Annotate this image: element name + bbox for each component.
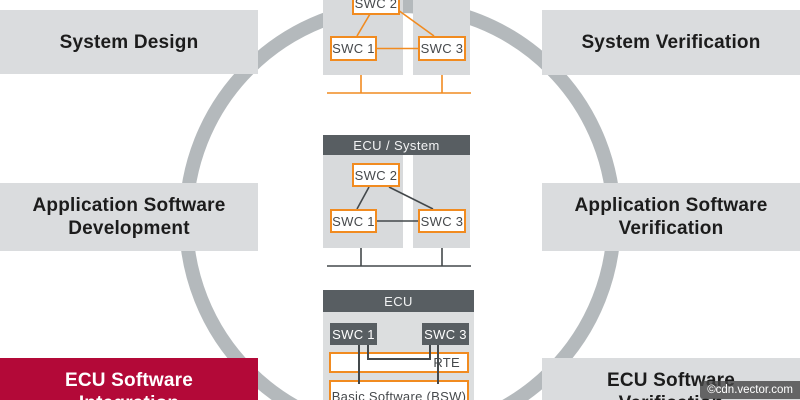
vfb-swc3-box: SWC 3 (418, 36, 466, 61)
stage-box-ecu-software-integration: ECU Software Integration (0, 358, 258, 400)
stage-label-line2: Integration (79, 392, 179, 400)
ecu-system-header: ECU / System (323, 135, 470, 155)
rte-box: RTE (329, 352, 469, 373)
ecu-swc3-box: SWC 3 (422, 323, 469, 345)
swc3-label: SWC 3 (420, 213, 464, 229)
vfb-swc2-box: SWC 2 (352, 0, 400, 15)
vfb-swc1-box: SWC 1 (330, 36, 377, 61)
ecu-system-title: ECU / System (353, 137, 440, 153)
bsw-box: Basic Software (BSW) (329, 380, 469, 400)
watermark-text: ©cdn.vector.com (707, 384, 793, 396)
ecu-system-swc1-box: SWC 1 (330, 209, 377, 233)
watermark-badge: ©cdn.vector.com (700, 381, 800, 399)
stage-label-line2: Development (68, 218, 190, 239)
stage-label-line1: Application Software (574, 195, 768, 216)
stage-box-system-verification: System Verification (542, 10, 800, 75)
rte-label: RTE (433, 355, 460, 370)
ecu-system-swc2-box: SWC 2 (352, 163, 400, 187)
stage-box-system-design: System Design (0, 10, 258, 74)
swc1-label: SWC 1 (332, 326, 375, 342)
stage-label: System Verification (581, 32, 761, 53)
swc2-label: SWC 2 (354, 167, 398, 183)
swc1-label: SWC 1 (332, 213, 375, 229)
swc3-label: SWC 3 (420, 41, 464, 56)
ecu-system-right-panel (413, 155, 470, 248)
bsw-label: Basic Software (BSW) (331, 389, 467, 400)
swc3-label: SWC 3 (424, 326, 467, 342)
stage-box-application-software-verification: Application Software Verification (542, 183, 800, 251)
swc1-label: SWC 1 (332, 41, 375, 56)
stage-box-application-software-development: Application Software Development (0, 183, 258, 251)
stage-label-line1: ECU Software (64, 370, 194, 391)
stage-label-line1: Application Software (32, 195, 226, 216)
ecu-swc1-box: SWC 1 (330, 323, 377, 345)
stage-label: System Design (59, 31, 199, 53)
ecu-title: ECU (384, 293, 413, 309)
ecu-header: ECU (323, 290, 474, 312)
ecu-system-swc3-box: SWC 3 (418, 209, 466, 233)
stage-label-line2: Verification (618, 218, 724, 239)
swc2-label: SWC 2 (354, 0, 398, 11)
stage-label-line2: Verification (619, 392, 724, 400)
